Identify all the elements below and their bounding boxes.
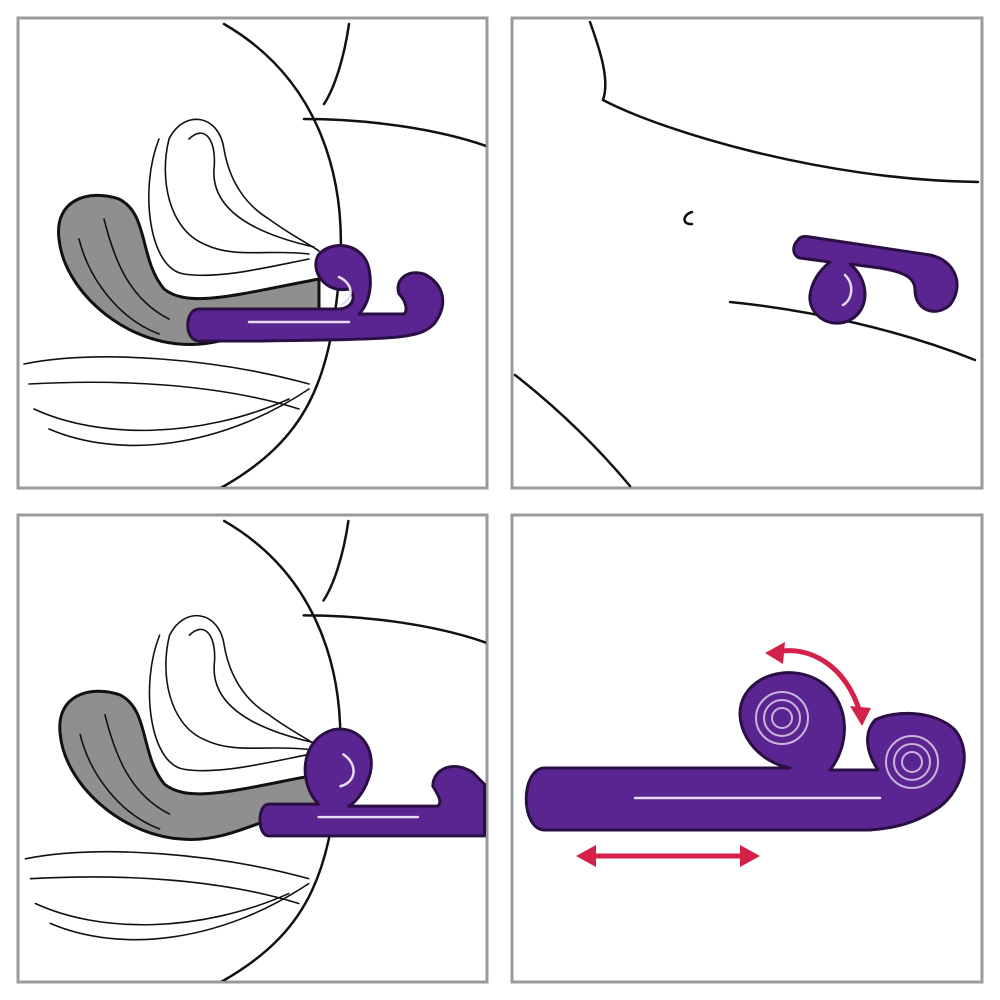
panel-external-front-view bbox=[510, 16, 984, 490]
device bbox=[258, 727, 486, 838]
device bbox=[792, 234, 959, 325]
panel-device-motion-view bbox=[510, 513, 984, 984]
vibration-rings-icon bbox=[755, 691, 939, 789]
panel-internal-side-view-2 bbox=[16, 513, 489, 984]
rotation-arrow-icon bbox=[765, 642, 871, 726]
device bbox=[524, 671, 966, 832]
device bbox=[186, 244, 445, 343]
back-forth-arrow-icon bbox=[576, 845, 760, 867]
panel-internal-side-view-1 bbox=[16, 16, 489, 490]
